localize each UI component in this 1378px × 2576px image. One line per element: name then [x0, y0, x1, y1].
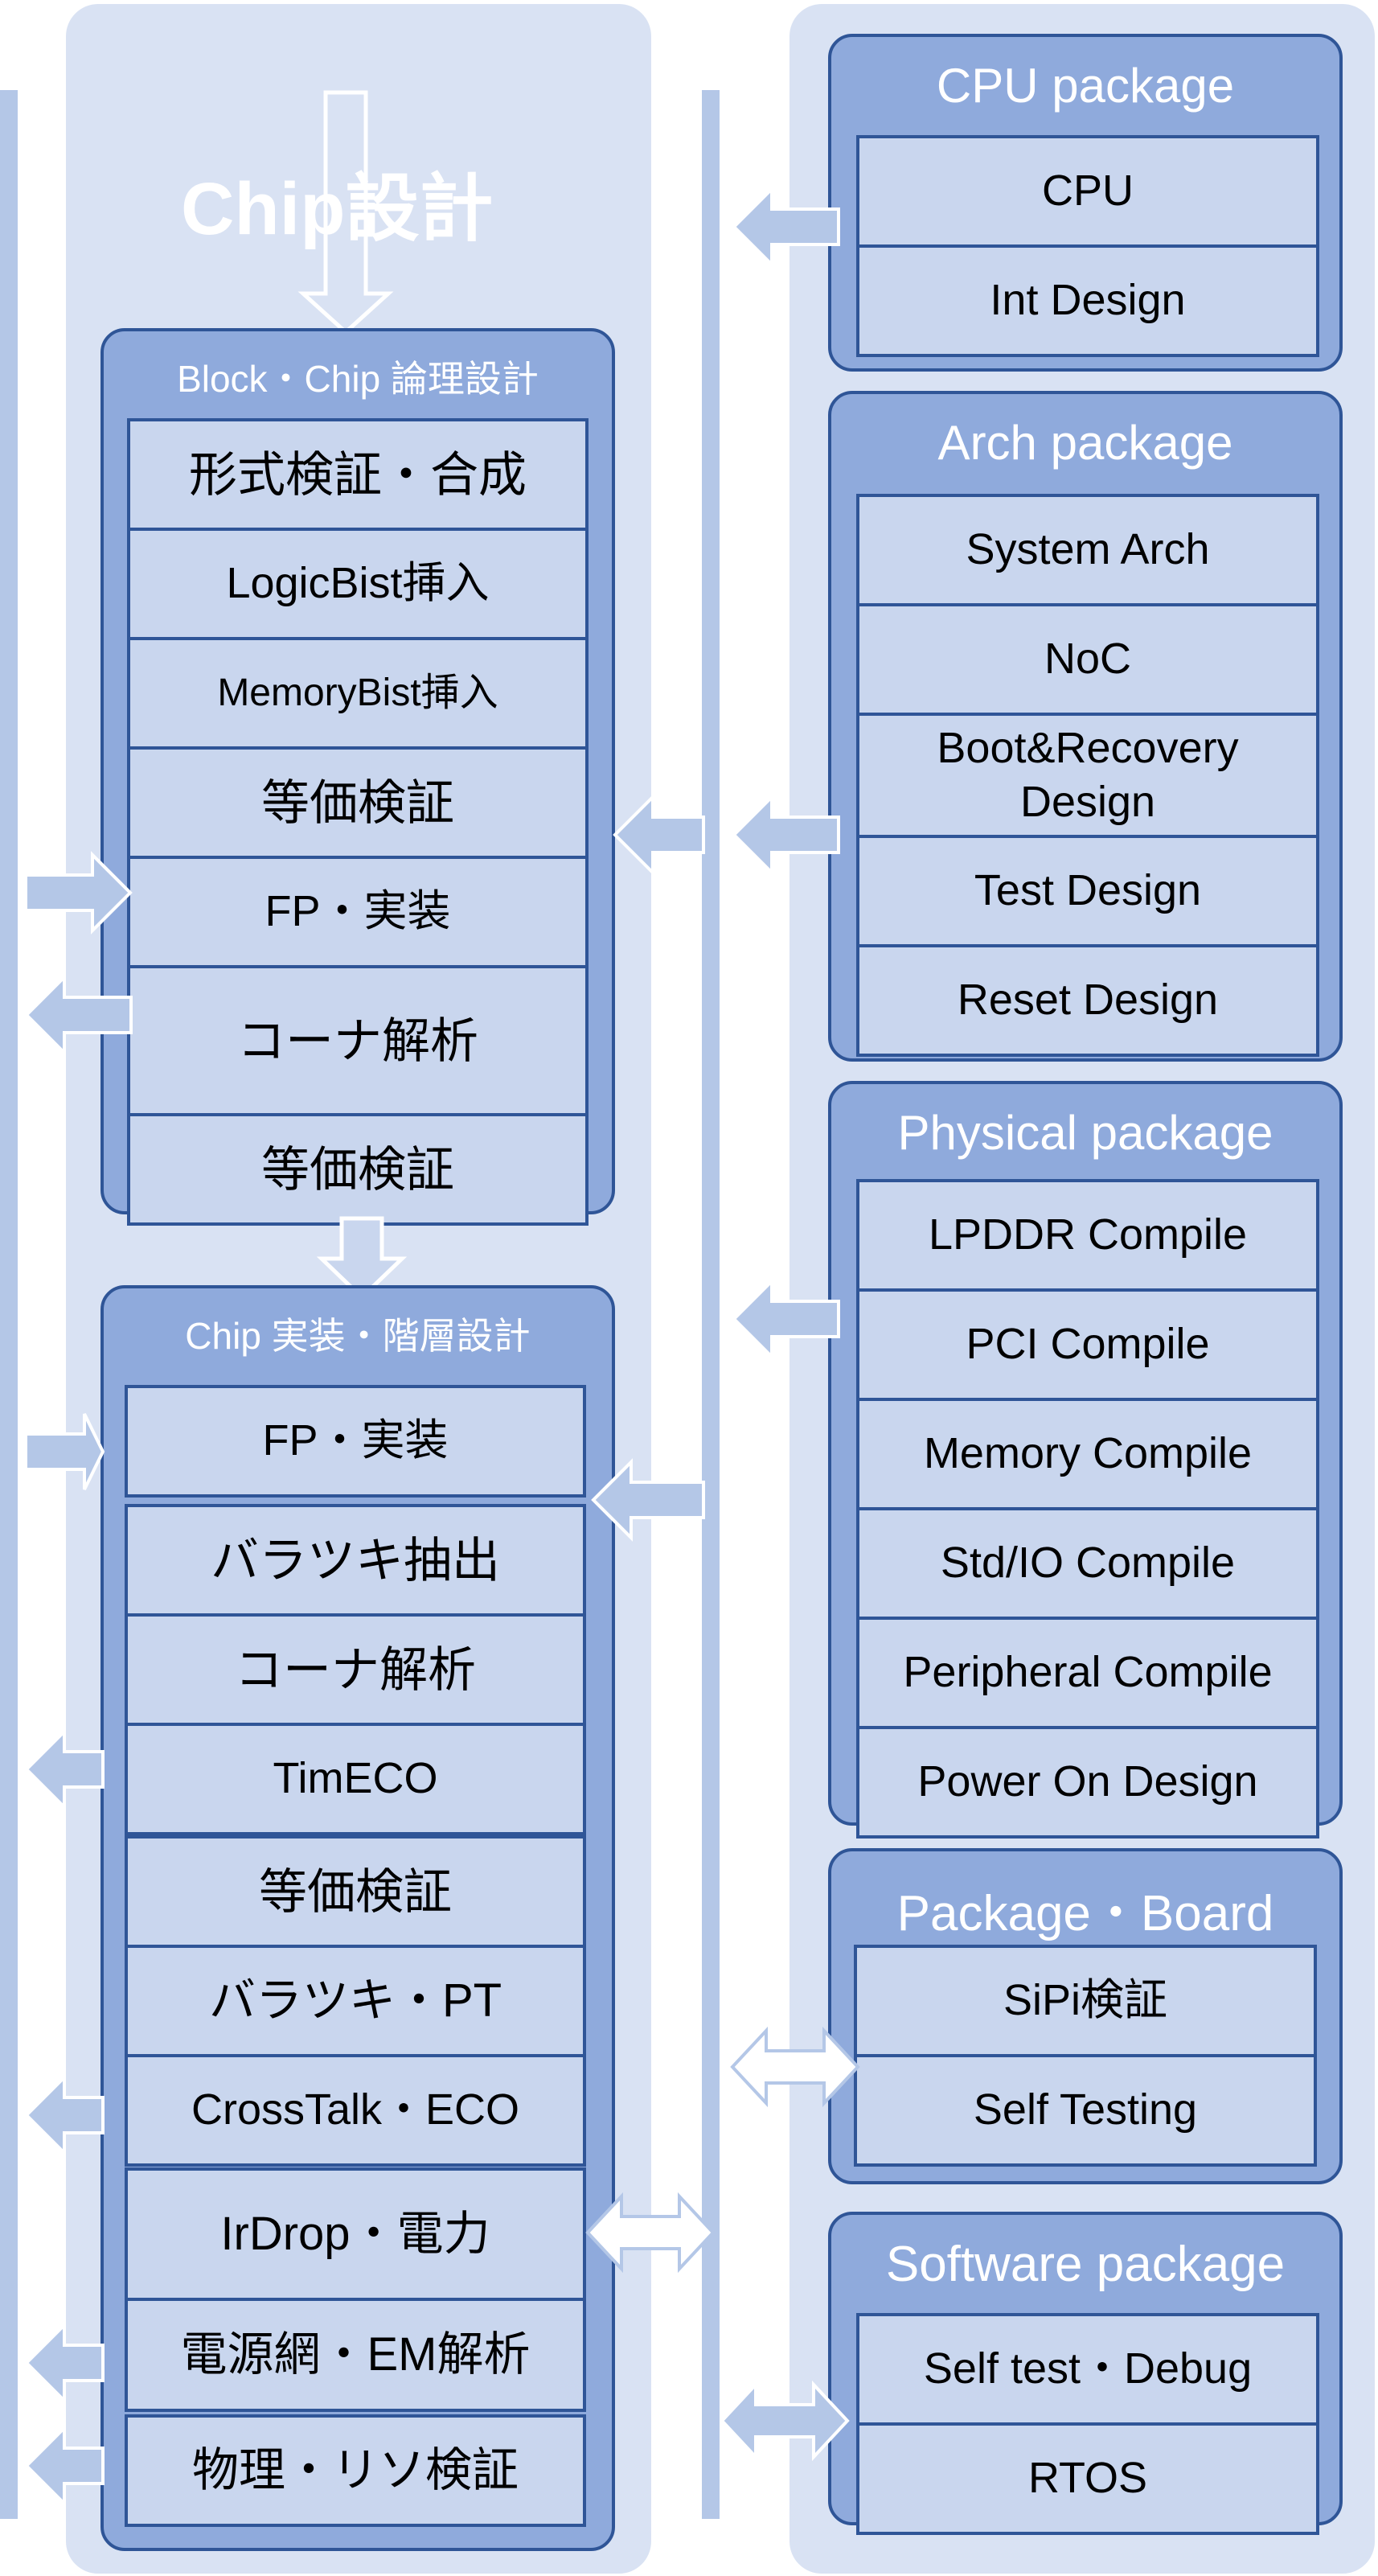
left-arrow-icon — [24, 2073, 105, 2157]
software-package-title: Software package — [885, 2237, 1286, 2292]
center-divider-bar — [702, 90, 720, 2519]
physical-package-item: LPDDR Compile — [856, 1179, 1319, 1292]
chip-impl-item: バラツキ・PT — [125, 1945, 586, 2057]
chip-impl-block-5: 物理・リソ検証 — [125, 2414, 586, 2527]
chip-impl-item: 電源網・EM解析 — [125, 2298, 586, 2412]
arch-package-item: Boot&Recovery Design — [856, 713, 1319, 838]
block-logic-item: FP・実装 — [127, 856, 589, 968]
double-arrow-icon — [585, 2192, 716, 2274]
package-board-stack: SiPi検証 Self Testing — [854, 1945, 1317, 2167]
physical-package-item: PCI Compile — [856, 1288, 1319, 1401]
left-arrow-icon — [24, 973, 133, 1057]
chip-impl-item: バラツキ抽出 — [125, 1504, 586, 1617]
software-package-item: Self test・Debug — [856, 2313, 1319, 2426]
software-package-stack: Self test・Debug RTOS — [856, 2313, 1319, 2535]
chip-impl-item: TimECO — [125, 1723, 586, 1835]
chip-impl-item: FP・実装 — [125, 1385, 586, 1498]
chip-design-title: Chip設計 — [181, 168, 494, 250]
arch-package-stack: System Arch NoC Boot&Recovery Design Tes… — [856, 494, 1319, 1057]
cpu-package-stack: CPU Int Design — [856, 135, 1319, 357]
chip-impl-block-2: バラツキ抽出 コーナ解析 TimECO — [125, 1504, 586, 1835]
double-arrow-icon — [720, 2380, 850, 2462]
block-logic-item: MemoryBist挿入 — [127, 637, 589, 750]
cpu-package-item: Int Design — [856, 244, 1319, 357]
block-logic-stack: 形式検証・合成 LogicBist挿入 MemoryBist挿入 等価検証 FP… — [127, 418, 589, 1226]
left-arrow-icon — [732, 185, 840, 269]
chip-impl-item: IrDrop・電力 — [125, 2167, 586, 2301]
arch-package-item: Test Design — [856, 835, 1319, 947]
chip-impl-item: CrossTalk・ECO — [125, 2054, 586, 2167]
chip-impl-block-4: IrDrop・電力 電源網・EM解析 — [125, 2167, 586, 2412]
left-edge-bar — [0, 90, 18, 2519]
physical-package-item: Peripheral Compile — [856, 1617, 1319, 1729]
right-arrow-icon — [24, 1413, 105, 1490]
physical-package-stack: LPDDR Compile PCI Compile Memory Compile… — [856, 1179, 1319, 1839]
physical-package-item: Power On Design — [856, 1726, 1319, 1839]
left-arrow-icon — [732, 1277, 840, 1361]
left-arrow-icon — [24, 1728, 105, 1811]
cpu-package-title: CPU package — [936, 59, 1235, 113]
left-arrow-icon — [24, 2424, 105, 2508]
block-logic-item: 等価検証 — [127, 1113, 589, 1226]
block-logic-item: 形式検証・合成 — [127, 418, 589, 531]
block-logic-item: 等価検証 — [127, 746, 589, 859]
package-board-item: Self Testing — [854, 2054, 1317, 2167]
chip-impl-item: 物理・リソ検証 — [125, 2414, 586, 2527]
arch-package-title: Arch package — [937, 416, 1233, 470]
chip-impl-item: 等価検証 — [125, 1835, 586, 1948]
block-logic-item: LogicBist挿入 — [127, 528, 589, 640]
left-arrow-icon — [613, 793, 705, 877]
software-package-item: RTOS — [856, 2422, 1319, 2535]
physical-package-item: Memory Compile — [856, 1398, 1319, 1510]
chip-impl-title: Chip 実装・階層設計 — [185, 1315, 531, 1357]
chip-impl-block-3: 等価検証 バラツキ・PT CrossTalk・ECO — [125, 1835, 586, 2167]
block-logic-title: Block・Chip 論理設計 — [177, 358, 539, 400]
chip-impl-item: コーナ解析 — [125, 1613, 586, 1726]
physical-package-item: Std/IO Compile — [856, 1507, 1319, 1620]
mid-down-arrow-icon — [316, 1216, 408, 1300]
left-arrow-icon — [591, 1458, 705, 1542]
chip-impl-block-1: FP・実装 — [125, 1385, 586, 1498]
arch-package-item: Reset Design — [856, 944, 1319, 1057]
package-board-title: Package・Board — [896, 1886, 1274, 1941]
package-board-item: SiPi検証 — [854, 1945, 1317, 2057]
left-arrow-icon — [24, 2321, 105, 2405]
arch-package-item: System Arch — [856, 494, 1319, 606]
top-down-arrow-icon — [297, 90, 394, 335]
left-arrow-icon — [732, 793, 840, 877]
arch-package-item: NoC — [856, 603, 1319, 716]
double-arrow-icon — [730, 2026, 860, 2108]
cpu-package-item: CPU — [856, 135, 1319, 248]
physical-package-title: Physical package — [897, 1106, 1273, 1160]
right-arrow-icon — [24, 851, 133, 935]
block-logic-item: コーナ解析 — [127, 965, 589, 1116]
